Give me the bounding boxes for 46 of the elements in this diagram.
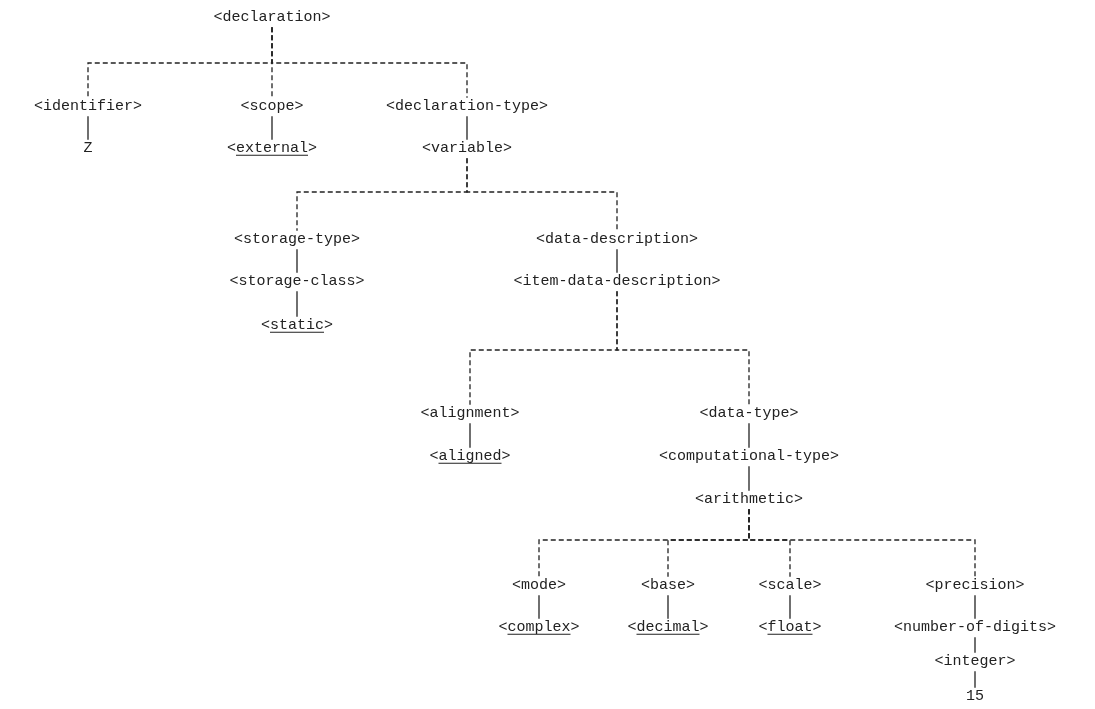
tree-branch-line bbox=[469, 422, 471, 449]
tree-node-label: <complex> bbox=[496, 618, 582, 638]
tree-node-label: <item-data-description> bbox=[511, 272, 723, 292]
tree-branch-line bbox=[748, 465, 750, 492]
tree-node-label: <decimal> bbox=[625, 618, 711, 638]
tree-node-label: <scale> bbox=[756, 576, 824, 596]
tree-branch-line bbox=[616, 248, 618, 274]
tree-node-label: <mode> bbox=[510, 576, 568, 596]
tree-node-label: <scope> bbox=[238, 97, 306, 117]
tree-node-label: <alignment> bbox=[418, 404, 522, 424]
tree-branch-line bbox=[466, 115, 468, 141]
tree-node-label: <storage-type> bbox=[232, 230, 362, 250]
tree-branch-line bbox=[974, 636, 976, 654]
tree-node-label: <aligned> bbox=[427, 447, 513, 467]
tree-node-label: <data-type> bbox=[697, 404, 801, 424]
tree-node-label: 15 bbox=[964, 687, 986, 707]
tree-node-label: <float> bbox=[756, 618, 824, 638]
tree-branch-line bbox=[296, 290, 298, 318]
tree-node-label: <identifier> bbox=[32, 97, 144, 117]
tree-node-label: <declaration> bbox=[211, 8, 333, 28]
tree-branch-line bbox=[296, 248, 298, 274]
tree-node-label: <external> bbox=[225, 139, 319, 159]
tree-branch-line bbox=[538, 594, 540, 620]
tree-branch-line bbox=[748, 508, 976, 578]
tree-branch-line bbox=[616, 290, 750, 406]
tree-branch-line bbox=[87, 115, 89, 141]
tree-node-label: <computational-type> bbox=[657, 447, 841, 467]
tree-node-label: Z bbox=[81, 139, 95, 159]
tree-node-label: <storage-class> bbox=[227, 272, 367, 292]
tree-branch-line bbox=[789, 594, 791, 620]
tree-branch-line bbox=[974, 670, 976, 689]
tree-node-label: <data-description> bbox=[534, 230, 700, 250]
tree-node-label: <number-of-digits> bbox=[892, 618, 1058, 638]
tree-branch-line bbox=[466, 157, 618, 232]
tree-node-label: <base> bbox=[639, 576, 697, 596]
tree-node-label: <variable> bbox=[420, 139, 514, 159]
tree-node-label: <integer> bbox=[932, 652, 1018, 672]
tree-branch-line bbox=[974, 594, 976, 620]
tree-branch-line bbox=[667, 594, 669, 620]
tree-branch-line bbox=[271, 115, 273, 141]
tree-branch-line bbox=[748, 422, 750, 449]
tree-node-label: <static> bbox=[259, 316, 335, 336]
tree-node-label: <arithmetic> bbox=[693, 490, 805, 510]
tree-node-label: <declaration-type> bbox=[384, 97, 550, 117]
tree-branch-line bbox=[271, 26, 468, 99]
tree-node-label: <precision> bbox=[923, 576, 1027, 596]
